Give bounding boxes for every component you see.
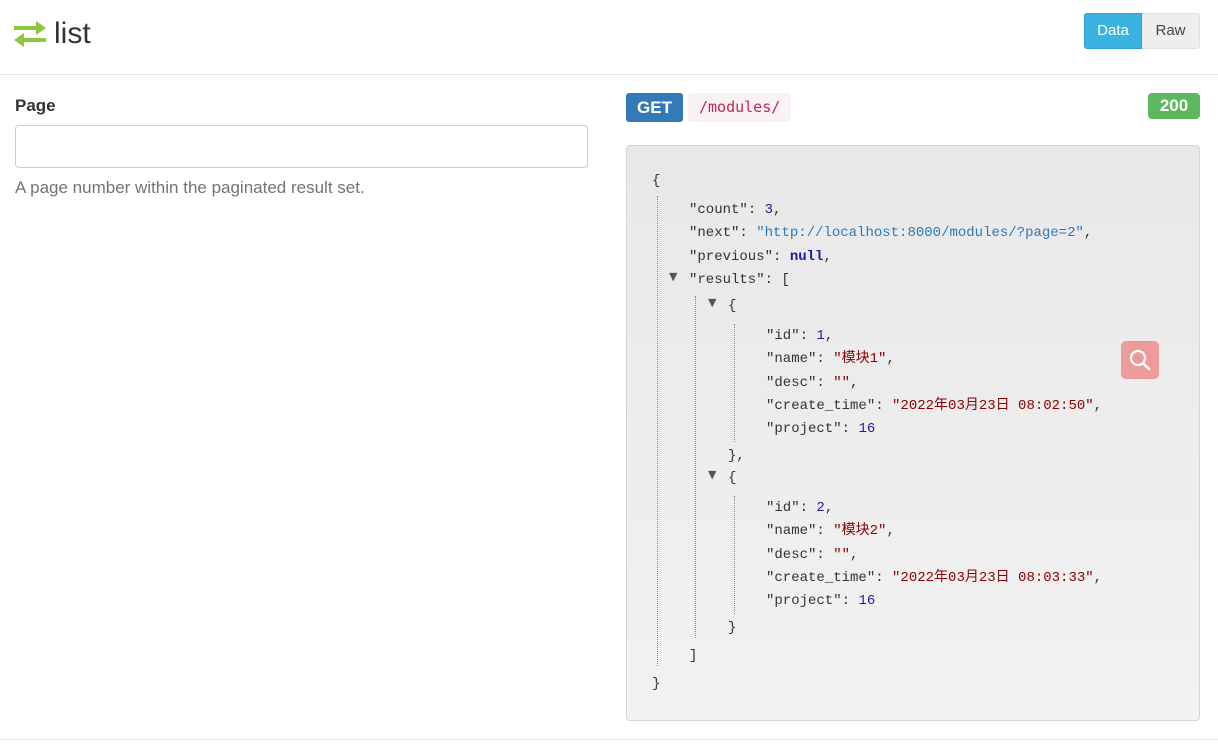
search-icon xyxy=(1129,349,1151,371)
json-open-brace: { xyxy=(652,173,661,189)
json-project-line: "project": 16 xyxy=(766,593,876,609)
page-field-label: Page xyxy=(15,96,56,115)
collapse-triangle-icon[interactable]: ▼ xyxy=(669,270,678,283)
json-previous-line: "previous": null, xyxy=(689,249,832,265)
indent-guide xyxy=(734,324,735,442)
page-title-wrap: list xyxy=(14,14,91,54)
json-desc-line: "desc": "", xyxy=(766,375,859,391)
json-project-line: "project": 16 xyxy=(766,421,876,437)
json-results-line: "results": [ xyxy=(689,272,790,288)
raw-button[interactable]: Raw xyxy=(1142,13,1200,49)
collapse-triangle-icon[interactable]: ▼ xyxy=(708,468,717,481)
data-button[interactable]: Data xyxy=(1084,13,1142,49)
indent-guide xyxy=(695,296,696,638)
json-create-time-line: "create_time": "2022年03月23日 08:02:50", xyxy=(766,398,1103,414)
indent-guide xyxy=(657,196,658,666)
json-close-brace: } xyxy=(652,676,661,692)
page-title: list xyxy=(54,17,91,50)
http-method-badge: GET xyxy=(626,93,683,122)
request-path: /modules/ xyxy=(688,93,792,122)
swap-arrows-icon xyxy=(14,21,46,47)
page-field-help: A page number within the paginated resul… xyxy=(15,178,365,197)
search-button[interactable] xyxy=(1121,341,1159,379)
page-input[interactable] xyxy=(15,125,588,168)
json-name-line: "name": "模块1", xyxy=(766,351,895,367)
json-next-link[interactable]: "http://localhost:8000/modules/?page=2" xyxy=(756,225,1084,241)
json-desc-line: "desc": "", xyxy=(766,547,859,563)
json-name-line: "name": "模块2", xyxy=(766,523,895,539)
json-item-open: { xyxy=(728,470,737,486)
json-count-line: "count": 3, xyxy=(689,202,782,218)
collapse-triangle-icon[interactable]: ▼ xyxy=(708,296,717,309)
json-id-line: "id": 2, xyxy=(766,500,834,516)
json-next-line: "next": "http://localhost:8000/modules/?… xyxy=(689,225,1093,241)
json-id-line: "id": 1, xyxy=(766,328,834,344)
indent-guide xyxy=(734,496,735,614)
footer-divider xyxy=(0,739,1218,740)
status-badge: 200 xyxy=(1148,93,1200,119)
json-response-panel: { "count": 3, "next": "http://localhost:… xyxy=(626,145,1200,721)
page-header: list Data Raw xyxy=(0,0,1218,75)
format-toggle-group: Data Raw xyxy=(1084,13,1200,49)
json-create-time-line: "create_time": "2022年03月23日 08:03:33", xyxy=(766,570,1103,586)
filter-form: Page A page number within the paginated … xyxy=(15,95,588,199)
request-line: GET /modules/ 200 xyxy=(626,93,1200,122)
json-item-close: }, xyxy=(728,448,745,464)
json-array-close: ] xyxy=(689,648,698,664)
json-item-open: { xyxy=(728,298,737,314)
json-item-close: } xyxy=(728,620,737,636)
